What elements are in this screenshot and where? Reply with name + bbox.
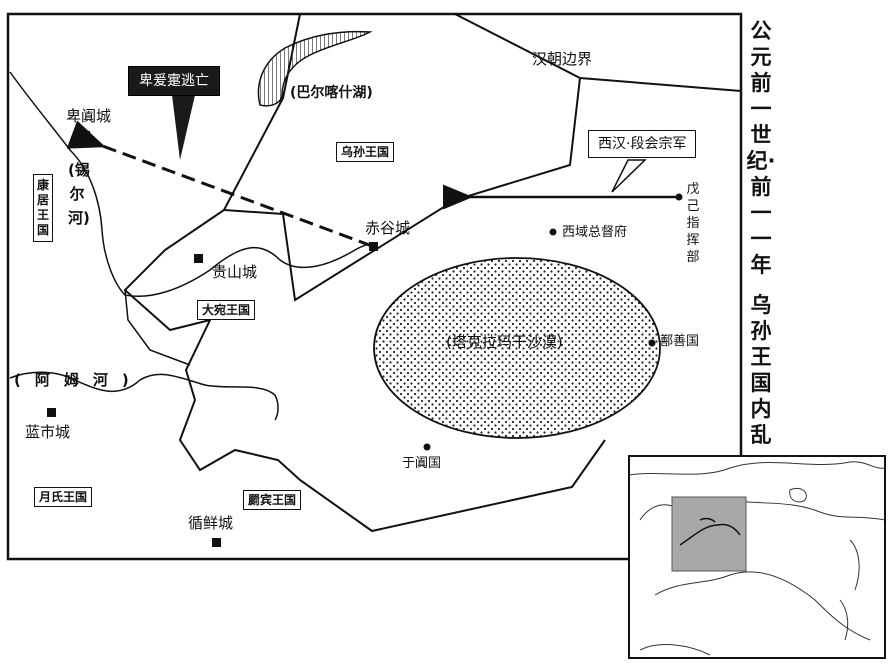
syr-river <box>9 71 373 297</box>
city-chigu: 赤谷城 <box>365 219 411 237</box>
balkhash-lake <box>257 30 373 107</box>
place-marker-wuji <box>675 193 683 201</box>
title-event: 乌孙王国内乱 <box>750 293 772 447</box>
taklamakan-label: (塔克拉玛干沙漠) <box>446 333 563 351</box>
city-marker-guishan <box>194 254 203 263</box>
place-marker-shanshan <box>648 339 656 347</box>
city-marker-chigu <box>369 242 378 251</box>
city-marker-xunxian <box>212 538 221 547</box>
inset-map <box>628 455 886 659</box>
place-marker-duhu <box>549 228 557 236</box>
kingdom-dayuan: 大宛王国 <box>197 300 256 320</box>
amu-river-label: (阿姆河) <box>14 371 143 389</box>
inset-highlight <box>671 496 747 572</box>
syr-river-label: (锡尔河) <box>68 161 90 227</box>
place-wuji: 戊己指挥部 <box>686 182 700 265</box>
place-shanshan: 鄯善国 <box>660 334 700 349</box>
city-beitian: 卑阗城 <box>66 107 112 125</box>
balkhash-label: (巴尔喀什湖) <box>290 85 373 101</box>
border-label: 汉朝边界 <box>532 50 593 68</box>
army-callout-pointer <box>611 159 647 193</box>
taklamakan-desert <box>373 257 661 439</box>
kingdom-yuezhi: 月氏王国 <box>34 487 93 507</box>
title-period: 公元前一世纪·前一一年 <box>746 19 776 277</box>
kingdom-wusun: 乌孙王国 <box>336 142 395 162</box>
flee-callout-pointer <box>172 95 195 160</box>
flee-callout: 卑爰疐逃亡 <box>128 66 220 96</box>
city-marker-beitian <box>81 131 90 140</box>
city-guishan: 贵山城 <box>212 263 258 281</box>
map-title: 公元前一世纪·前一一年 乌孙王国内乱 <box>746 18 776 448</box>
place-duhu: 西域总督府 <box>562 225 628 240</box>
city-xunxian: 循鲜城 <box>188 514 234 532</box>
city-lanshi: 蓝市城 <box>25 423 71 441</box>
city-marker-lanshi <box>47 408 56 417</box>
kingdom-kangju: 康居王国 <box>33 174 53 242</box>
army-callout: 西汉·段会宗军 <box>588 130 697 158</box>
han-border <box>222 13 742 302</box>
kingdom-jibin: 罽宾王国 <box>243 490 302 510</box>
flee-route <box>66 120 373 248</box>
amu-river <box>9 371 279 421</box>
kingdom-border-west <box>123 209 606 533</box>
kingdom-border-south <box>124 289 191 366</box>
place-marker-yutian <box>423 443 431 451</box>
place-yutian: 于阗国 <box>402 456 442 471</box>
